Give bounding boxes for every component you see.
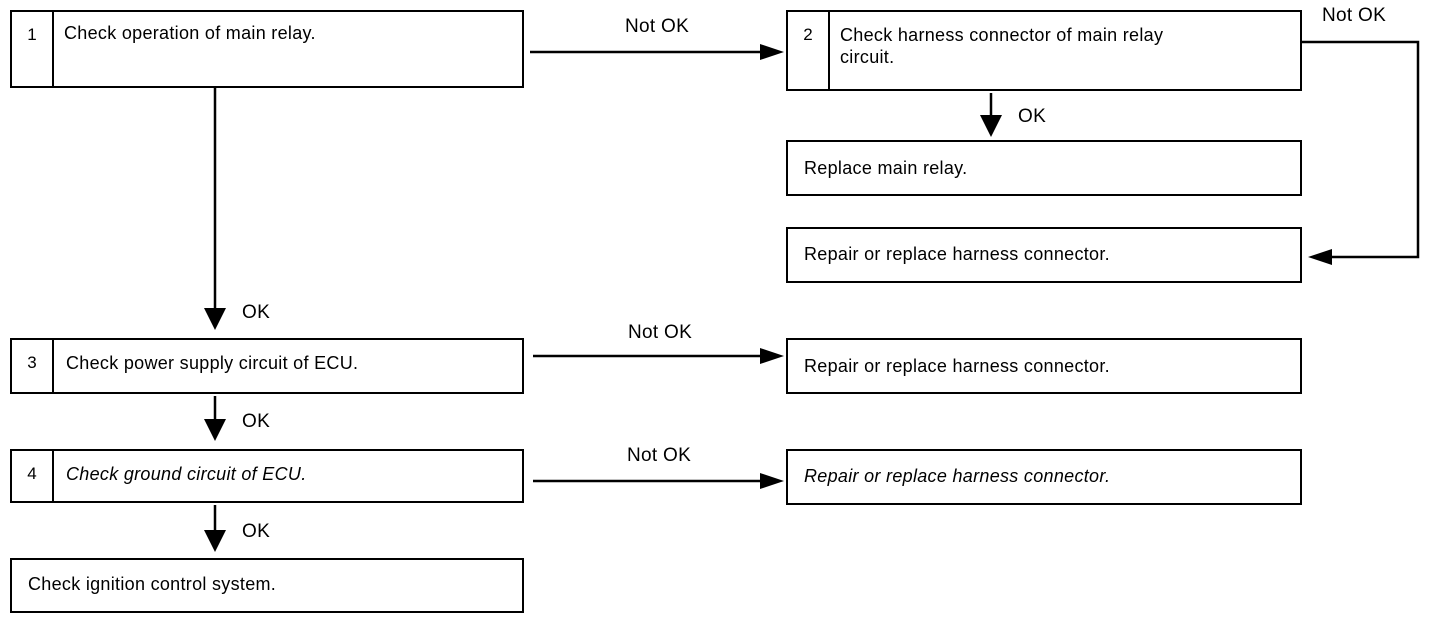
- step-text: Check ground circuit of ECU.: [66, 464, 307, 484]
- action-repair-harness-c: Repair or replace harness connector.: [786, 449, 1302, 505]
- not-ok-label: Not OK: [1322, 5, 1387, 26]
- arrowhead: [760, 348, 784, 364]
- ok-label: OK: [242, 302, 271, 323]
- action-text: Repair or replace harness connector.: [804, 244, 1110, 264]
- step-2-box: 2 Check harness connector of main relay …: [786, 10, 1302, 91]
- arrowhead: [760, 473, 784, 489]
- arrowhead: [204, 419, 226, 441]
- action-text: Replace main relay.: [804, 158, 968, 178]
- arrowhead: [204, 308, 226, 330]
- arrowhead: [760, 44, 784, 60]
- action-text: Repair or replace harness connector.: [804, 466, 1111, 486]
- action-repair-harness-a: Repair or replace harness connector.: [786, 227, 1302, 283]
- ok-label: OK: [242, 521, 271, 542]
- action-replace-main-relay: Replace main relay.: [786, 140, 1302, 196]
- action-text: Repair or replace harness connector.: [804, 356, 1110, 376]
- action-repair-harness-b: Repair or replace harness connector.: [786, 338, 1302, 394]
- not-ok-label: Not OK: [628, 322, 693, 343]
- step-number: 3: [12, 340, 54, 392]
- step-number: 1: [12, 12, 54, 86]
- step-number: 2: [788, 12, 830, 89]
- arrowhead: [204, 530, 226, 552]
- action-check-ignition: Check ignition control system.: [10, 558, 524, 613]
- step-text: Check operation of main relay.: [64, 23, 316, 43]
- step-3-box: 3 Check power supply circuit of ECU.: [10, 338, 524, 394]
- step-text: Check power supply circuit of ECU.: [66, 353, 359, 373]
- not-ok-label: Not OK: [627, 445, 692, 466]
- step-text-line-1: Check harness connector of main relay: [840, 25, 1164, 45]
- arrowhead: [980, 115, 1002, 137]
- step-number: 4: [12, 451, 54, 501]
- not-ok-label: Not OK: [625, 16, 690, 37]
- step-4-box: 4 Check ground circuit of ECU.: [10, 449, 524, 503]
- action-text: Check ignition control system.: [28, 574, 277, 594]
- step-1-box: 1 Check operation of main relay.: [10, 10, 524, 88]
- arrowhead: [1308, 249, 1332, 265]
- ok-label: OK: [242, 411, 271, 432]
- step-text-line-2: circuit.: [840, 47, 895, 67]
- ok-label: OK: [1018, 106, 1047, 127]
